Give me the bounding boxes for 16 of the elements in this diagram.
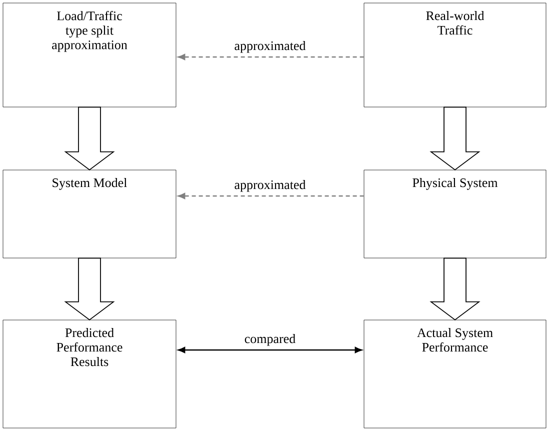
block-arrow	[64, 106, 115, 170]
arrow	[178, 192, 364, 200]
block-arrow	[430, 106, 480, 170]
process-box: Predicted Performance Results	[2, 320, 176, 428]
process-box: System Model	[2, 170, 176, 258]
block-arrow	[64, 258, 115, 320]
process-box: Load/Traffic type split approximation	[2, 2, 176, 108]
arrow	[178, 346, 362, 354]
edge-label: compared	[243, 333, 297, 347]
edge-label: approximated	[233, 179, 307, 193]
process-box: Real-world Traffic	[364, 2, 546, 108]
process-box: Actual System Performance	[364, 320, 546, 428]
process-box: Physical System	[364, 170, 546, 258]
arrow	[178, 54, 364, 60]
block-arrow	[430, 258, 480, 320]
edge-label: approximated	[233, 40, 307, 54]
